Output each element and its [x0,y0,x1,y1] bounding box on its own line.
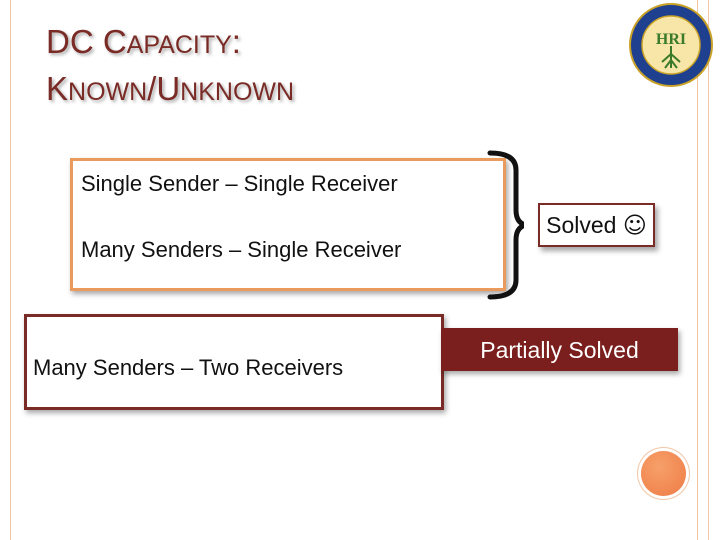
solved-label: Solved ☺ [538,203,655,247]
svg-text:HRI: HRI [656,31,686,48]
smiley-icon: ☺ [622,213,647,239]
case-many-senders-two-receivers: Many Senders – Two Receivers [33,355,344,380]
case-many-senders-single-receiver: Many Senders – Single Receiver [81,237,402,262]
institute-logo: HRI [629,3,713,87]
decorative-line-right-1 [697,0,698,540]
box-single-receiver: Single Sender – Single Receiver Many Sen… [70,158,506,291]
slide-title: DC CAPACITY: KNOWN/UNKNOWN [46,20,294,114]
title-line-1: DC CAPACITY: [46,23,241,60]
decorative-line-right-2 [708,0,709,540]
title-line-2: KNOWN/UNKNOWN [46,70,295,107]
decorative-line-left [10,0,11,540]
case-single-sender-single-receiver: Single Sender – Single Receiver [81,171,398,196]
partially-solved-label: Partially Solved [441,328,678,371]
box-two-receivers: Many Senders – Two Receivers [24,314,444,410]
right-brace [487,150,524,300]
decorative-circle [641,451,686,496]
